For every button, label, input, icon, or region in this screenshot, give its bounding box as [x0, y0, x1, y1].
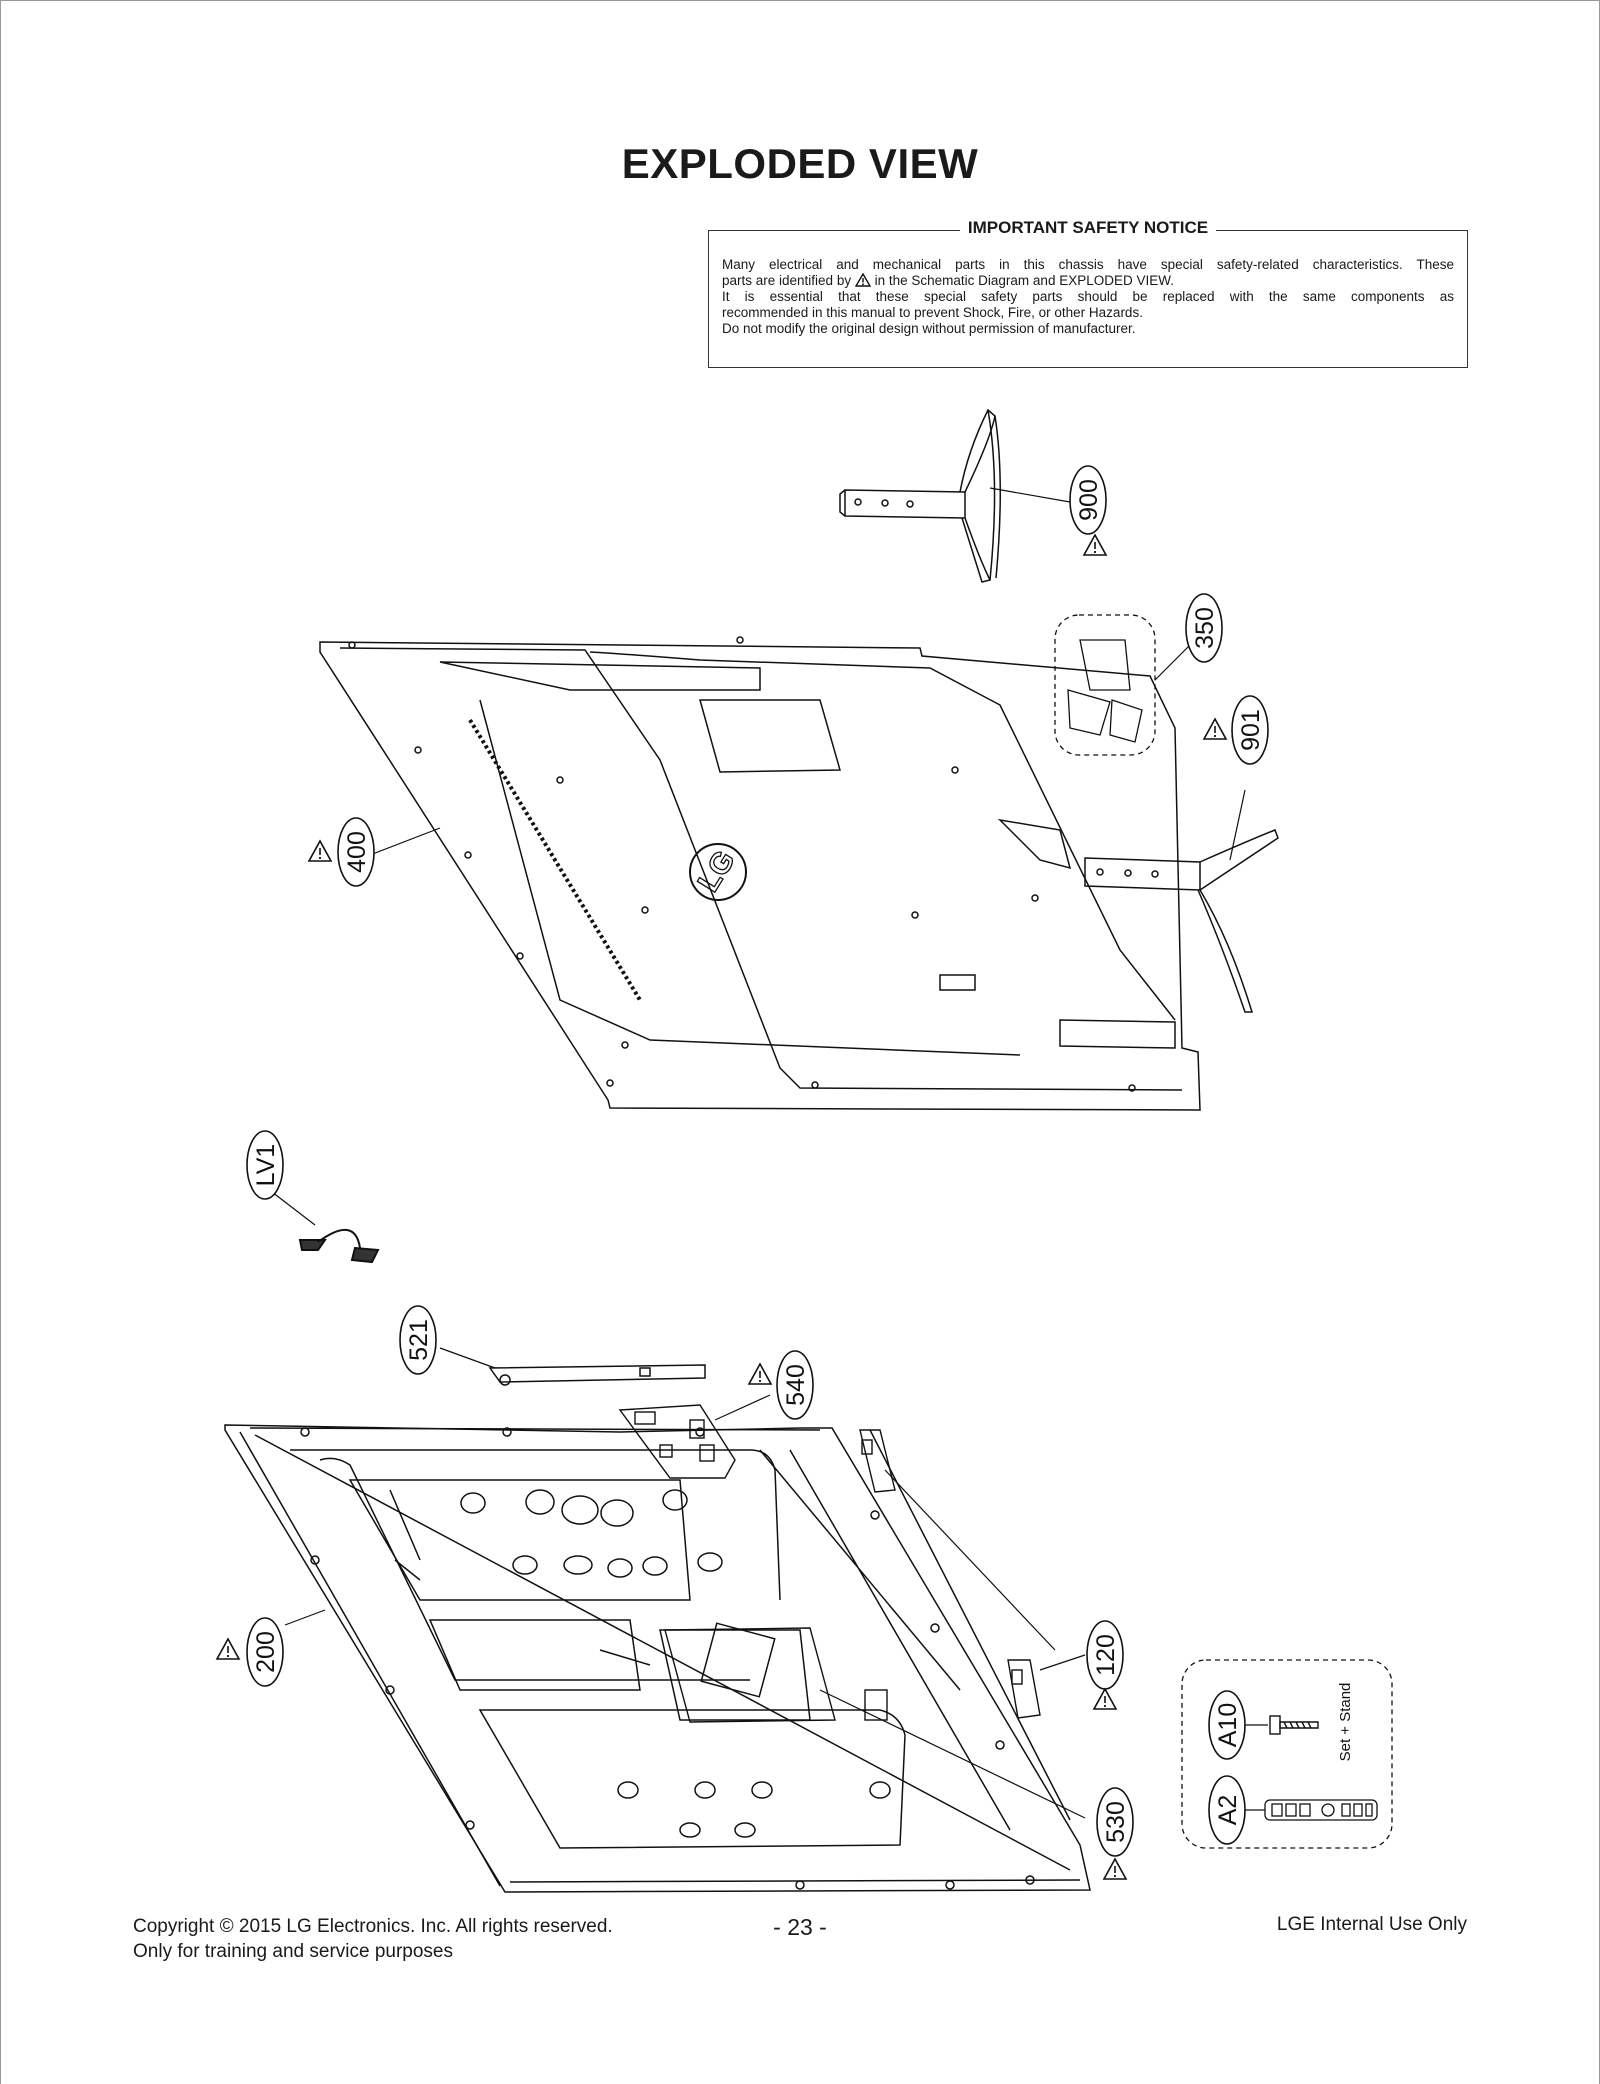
callout-530: 530	[1096, 1787, 1134, 1880]
svg-text:LV1: LV1	[252, 1144, 280, 1187]
lg-logo: LG	[689, 843, 747, 901]
callout-900: 900	[1069, 465, 1107, 556]
callout-400: 400	[308, 817, 375, 887]
copyright-text: Copyright © 2015 LG Electronics. Inc. Al…	[133, 1916, 613, 1937]
remote-control-a2	[1264, 1799, 1378, 1821]
footer-left: Copyright © 2015 LG Electronics. Inc. Al…	[133, 1914, 613, 1964]
bracket-group-350	[1054, 614, 1156, 756]
svg-text:A2: A2	[1214, 1795, 1242, 1826]
safety-notice-box: IMPORTANT SAFETY NOTICE Many electrical …	[708, 218, 1468, 368]
svg-text:400: 400	[343, 831, 371, 873]
lvds-cable-lv1	[298, 1228, 380, 1264]
board-521	[488, 1364, 706, 1386]
leader-901	[1229, 789, 1246, 861]
safety-notice-title: IMPORTANT SAFETY NOTICE	[959, 218, 1217, 237]
callout-a2: A2	[1208, 1775, 1246, 1845]
back-cover-400	[319, 636, 1201, 1111]
purpose-text: Only for training and service purposes	[133, 1941, 453, 1962]
board-120	[859, 1429, 1041, 1719]
callout-901: 901	[1203, 695, 1269, 765]
leader-521	[439, 1347, 496, 1369]
callout-120: 120	[1086, 1620, 1124, 1710]
leader-lv1	[271, 1191, 316, 1226]
callout-a10: A10	[1208, 1690, 1246, 1760]
notice-line-1: Many electrical and mechanical parts in …	[722, 257, 1454, 272]
leader-540	[714, 1394, 771, 1421]
frame-200	[224, 1424, 1091, 1893]
page-title: EXPLODED VIEW	[621, 140, 979, 187]
svg-text:A10: A10	[1214, 1703, 1242, 1747]
svg-text:120: 120	[1092, 1634, 1120, 1676]
leader-120-b	[1039, 1654, 1086, 1671]
callout-200: 200	[216, 1617, 284, 1687]
screw-a10	[1269, 1715, 1319, 1735]
warning-triangle-icon	[854, 273, 871, 287]
notice-line-3: It is essential that these special safet…	[722, 289, 1454, 304]
callout-521: 521	[399, 1305, 437, 1375]
svg-text:540: 540	[782, 1364, 810, 1406]
svg-text:901: 901	[1237, 709, 1265, 751]
svg-text:200: 200	[252, 1631, 280, 1673]
page-border-top	[0, 0, 1600, 1]
leader-530	[819, 1689, 1086, 1819]
leader-400	[369, 827, 441, 856]
svg-text:350: 350	[1191, 607, 1219, 649]
leader-900	[989, 487, 1071, 503]
notice-line-5: Do not modify the original design withou…	[722, 321, 1136, 336]
callout-350: 350	[1185, 593, 1223, 663]
board-540	[618, 1404, 736, 1479]
power-board-530	[664, 1627, 888, 1723]
svg-text:900: 900	[1075, 479, 1103, 521]
internal-use-label: LGE Internal Use Only	[1276, 1914, 1467, 1935]
leader-120-a	[884, 1469, 1056, 1651]
page-border-left	[0, 0, 1, 2084]
svg-text:530: 530	[1102, 1801, 1130, 1843]
notice-line-2: parts are identified by in the Schematic…	[722, 273, 1174, 288]
accessories-group	[1181, 1659, 1393, 1849]
callout-lv1: LV1	[246, 1130, 284, 1200]
page-number: - 23 -	[773, 1914, 827, 1940]
leader-200	[284, 1609, 326, 1626]
safety-notice-body: Many electrical and mechanical parts in …	[722, 257, 1454, 337]
accessories-group-label: Set + Stand	[1337, 1683, 1354, 1762]
svg-text:521: 521	[405, 1319, 433, 1361]
svg-text:LG: LG	[692, 845, 742, 898]
stand-neck-900	[839, 408, 1002, 583]
stand-base-901	[1084, 829, 1279, 1013]
callout-540: 540	[748, 1350, 814, 1420]
notice-line-4: recommended in this manual to prevent Sh…	[722, 305, 1143, 320]
